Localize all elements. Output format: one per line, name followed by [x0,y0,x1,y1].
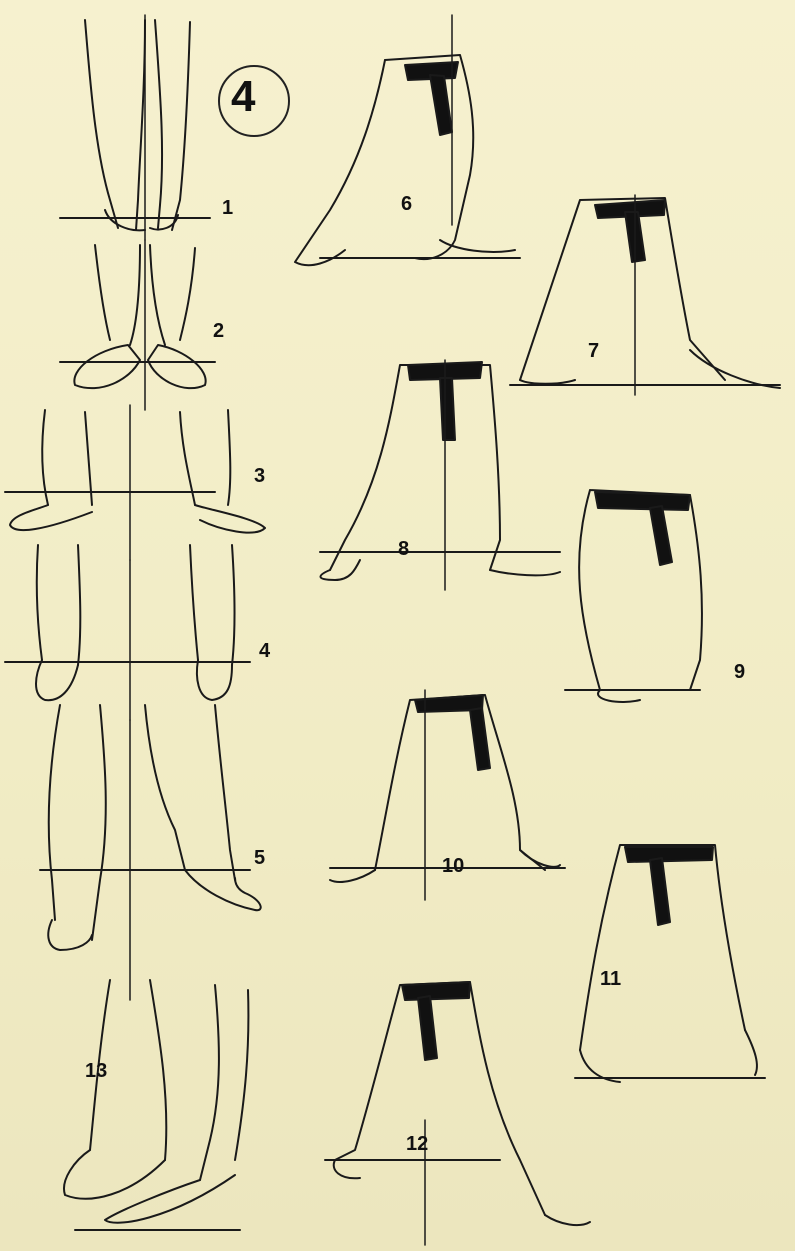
figure-label-1: 1 [222,197,233,220]
figure-label-7: 7 [588,340,599,363]
figure-label-13: 13 [85,1060,107,1083]
figure-label-12: 12 [406,1133,428,1156]
figure-label-8: 8 [398,538,409,561]
figure-6-drawing [295,15,520,265]
figure-label-5: 5 [254,847,265,870]
figure-label-9: 9 [734,661,745,684]
figure-8-drawing [320,360,560,590]
figure-label-6: 6 [401,193,412,216]
figure-label-2: 2 [213,320,224,343]
figure-1-drawing [60,15,210,240]
figure-12-drawing [325,982,590,1245]
figure-13-drawing [64,980,248,1230]
figure-label-3: 3 [254,465,265,488]
figure-7-drawing [510,195,780,395]
figure-9-drawing [565,490,702,702]
figure-11-drawing [575,845,765,1082]
figure-label-10: 10 [442,855,464,878]
figure-3-drawing [5,405,265,560]
figure-4-drawing [5,545,250,720]
figure-5-drawing [40,705,261,1000]
figure-label-4: 4 [259,640,270,663]
figure-label-11: 11 [600,968,621,991]
figure-2-drawing [60,240,215,410]
